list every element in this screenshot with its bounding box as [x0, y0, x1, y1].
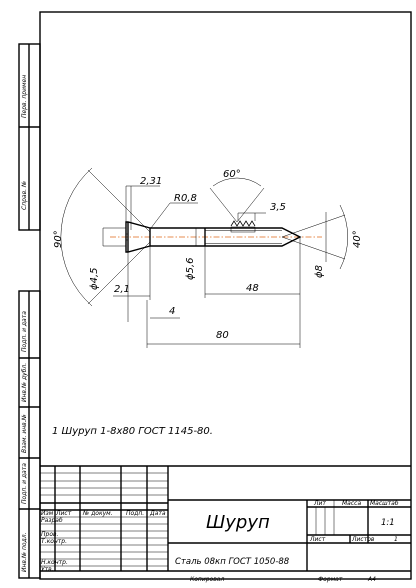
label-list: Лист — [309, 536, 326, 543]
dim-3-5: 3,5 — [270, 202, 286, 213]
dimension-lines — [60, 167, 348, 348]
side-label-podp-data-2: Подп. и дата — [21, 463, 28, 504]
dim-4: 4 — [169, 306, 175, 317]
dim-60-deg: 60° — [223, 169, 241, 180]
role-prov: Пров. — [41, 531, 59, 538]
dim-phi-5-6: ϕ5,6 — [185, 258, 196, 281]
label-lit: Лит — [313, 500, 326, 507]
listov-value: 1 — [394, 536, 398, 543]
label-format: Формат — [318, 576, 343, 583]
role-razrab: Разраб — [41, 517, 63, 524]
role-tkontr: Т.контр. — [41, 538, 67, 545]
title-block — [40, 465, 411, 572]
col-izm: Изм — [41, 510, 54, 517]
outer-frame — [39, 11, 412, 580]
col-data: Дата — [149, 510, 166, 517]
side-label-vzam-inv: Взам. инв.№ — [21, 414, 28, 453]
scale-value: 1:1 — [381, 518, 395, 528]
title-block-text: Изм Лист № докум. Подп. Дата Разраб Пров… — [41, 500, 399, 583]
dim-90-deg: 90° — [53, 230, 64, 248]
dim-r0-8: R0,8 — [174, 193, 197, 204]
dim-2-1: 2,1 — [114, 284, 130, 295]
left-strip-lower — [18, 290, 41, 579]
dimension-labels: 2,31 R0,8 60° 3,5 90° 40° ϕ4,5 ϕ5,6 ϕ8 2… — [53, 169, 363, 341]
format-value: А4 — [367, 576, 376, 583]
side-label-sprav-no: Справ. № — [21, 181, 28, 210]
dim-48: 48 — [246, 283, 259, 294]
col-no-dokum: № докум. — [82, 510, 113, 517]
col-podp: Подп. — [126, 510, 144, 517]
label-listov: Листов — [351, 536, 375, 543]
dim-phi-4-5: ϕ4,5 — [89, 268, 100, 291]
screw-part — [110, 220, 322, 253]
side-label-inv-podl: Инв.№ подл. — [21, 532, 28, 572]
dim-40-deg: 40° — [352, 230, 363, 248]
dim-80: 80 — [216, 330, 229, 341]
side-label-podp-data-1: Подп. и дата — [21, 311, 28, 352]
col-list: Лист — [55, 510, 72, 517]
side-label-inv-dubl: Инв.№ дубл. — [21, 363, 28, 402]
part-note: 1 Шуруп 1-8х80 ГОСТ 1145-80. — [52, 426, 213, 437]
role-nkontr: Н.контр. — [41, 559, 68, 566]
dim-phi-8: ϕ8 — [314, 265, 325, 278]
left-strip-upper — [18, 43, 41, 231]
label-massa: Масса — [342, 500, 361, 507]
material: Сталь 08кп ГОСТ 1050-88 — [175, 557, 290, 567]
side-label-perv-primen: Перв. примен — [21, 75, 28, 118]
dim-2-31: 2,31 — [140, 176, 162, 187]
role-utv: Утв. — [41, 566, 54, 573]
part-name: Шуруп — [206, 512, 270, 533]
label-masshtab: Масштаб — [370, 500, 399, 507]
label-kopiroval: Копировал — [190, 576, 224, 583]
